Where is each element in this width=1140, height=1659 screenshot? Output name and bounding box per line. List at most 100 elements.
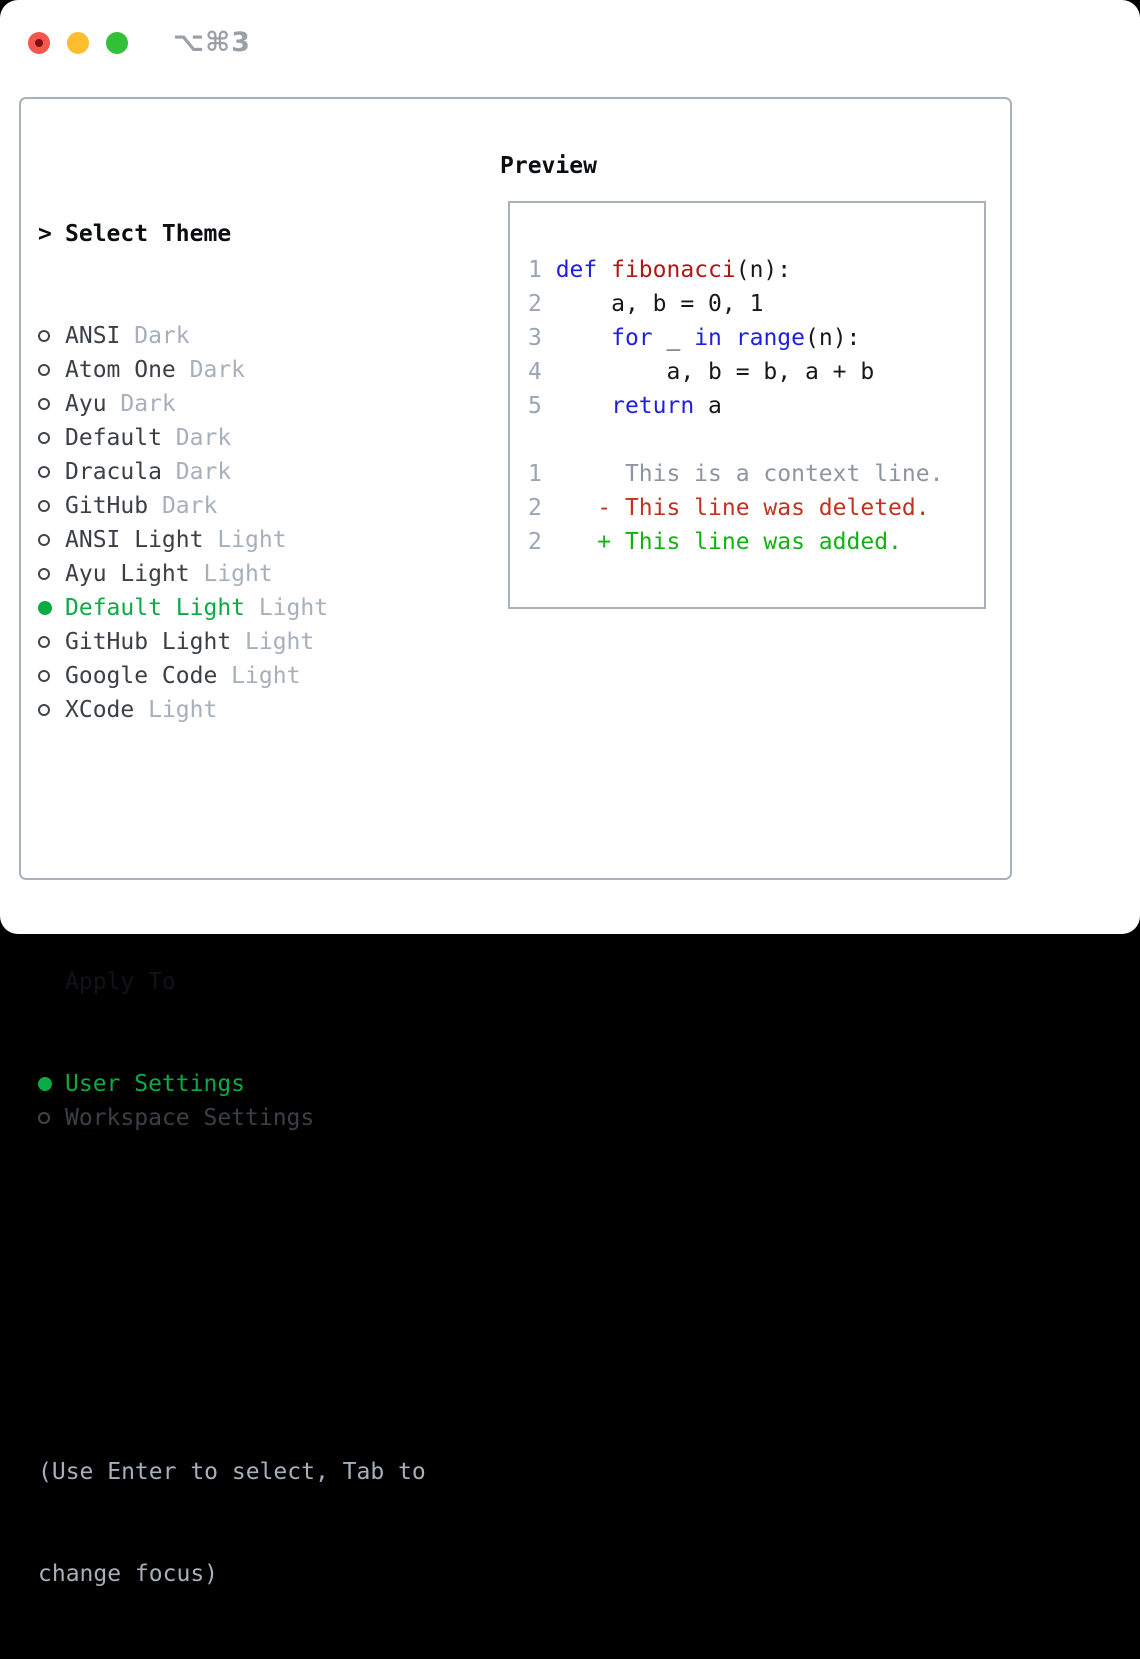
option-variant-label: Dark bbox=[148, 489, 217, 523]
code-segment: a bbox=[694, 393, 722, 419]
code-segment: (n): bbox=[736, 257, 791, 283]
minimize-button[interactable] bbox=[67, 32, 89, 54]
option-label: User Settings bbox=[65, 1067, 245, 1101]
close-button[interactable] bbox=[28, 32, 50, 54]
code-segment: for bbox=[611, 325, 653, 351]
selected-radio-icon bbox=[38, 1077, 52, 1091]
preview-line: 2 - This line was deleted. bbox=[528, 491, 943, 525]
option-label: Workspace Settings bbox=[65, 1101, 314, 1135]
code-segment: in bbox=[694, 325, 722, 351]
code-segment: + This line was added. bbox=[556, 529, 902, 555]
line-number: 1 bbox=[528, 461, 556, 487]
option-variant-label: Dark bbox=[120, 319, 189, 353]
code-segment: fibonacci bbox=[611, 257, 736, 283]
line-number bbox=[528, 427, 556, 453]
line-number: 4 bbox=[528, 359, 556, 385]
theme-picker-header: > Select Theme bbox=[38, 217, 468, 251]
option-variant-label: Light bbox=[231, 625, 314, 659]
theme-option-ansi[interactable]: ANSI Dark bbox=[38, 319, 468, 353]
code-segment: - This line was deleted. bbox=[556, 495, 930, 521]
code-segment bbox=[556, 393, 611, 419]
preview-line: 2 a, b = 0, 1 bbox=[528, 287, 943, 321]
option-variant-label: Dark bbox=[176, 353, 245, 387]
code-segment: range bbox=[736, 325, 805, 351]
theme-option-github-light[interactable]: GitHub Light Light bbox=[38, 625, 468, 659]
option-label: Default Light bbox=[65, 591, 245, 625]
option-label: GitHub bbox=[65, 489, 148, 523]
apply-to-header: Apply To bbox=[38, 965, 468, 999]
theme-option-xcode[interactable]: XCode Light bbox=[38, 693, 468, 727]
radio-icon bbox=[38, 432, 50, 444]
theme-picker-title: Select Theme bbox=[65, 217, 231, 251]
option-variant-label: Dark bbox=[107, 387, 176, 421]
radio-icon bbox=[38, 500, 50, 512]
prompt-icon: > bbox=[38, 217, 52, 251]
code-segment: def bbox=[556, 257, 598, 283]
preview-line bbox=[528, 423, 943, 457]
code-segment: a, b = b, a + b bbox=[556, 359, 875, 385]
option-variant-label: Light bbox=[217, 659, 300, 693]
radio-icon bbox=[38, 398, 50, 410]
code-segment bbox=[556, 325, 611, 351]
window-shortcut-label: ⌥⌘3 bbox=[173, 27, 251, 58]
radio-icon bbox=[38, 704, 50, 716]
preview-title: Preview bbox=[500, 149, 597, 183]
code-segment: (n): bbox=[805, 325, 860, 351]
radio-icon bbox=[38, 364, 50, 376]
line-number: 1 bbox=[528, 257, 556, 283]
preview-line: 2 + This line was added. bbox=[528, 525, 943, 559]
code-segment: return bbox=[611, 393, 694, 419]
option-label: Dracula bbox=[65, 455, 162, 489]
line-number: 2 bbox=[528, 529, 556, 555]
apply-option-user-settings[interactable]: User Settings bbox=[38, 1067, 468, 1101]
code-segment bbox=[722, 325, 736, 351]
code-segment: a, b = 0, 1 bbox=[556, 291, 764, 317]
theme-option-ansi-light[interactable]: ANSI Light Light bbox=[38, 523, 468, 557]
preview-line: 1 def fibonacci(n): bbox=[528, 253, 943, 287]
line-number: 2 bbox=[528, 291, 556, 317]
option-variant-label: Light bbox=[134, 693, 217, 727]
radio-icon bbox=[38, 330, 50, 342]
preview-line: 4 a, b = b, a + b bbox=[528, 355, 943, 389]
radio-icon bbox=[38, 636, 50, 648]
option-variant-label: Light bbox=[190, 557, 273, 591]
radio-icon bbox=[38, 568, 50, 580]
theme-option-ayu[interactable]: Ayu Dark bbox=[38, 387, 468, 421]
theme-option-atom-one[interactable]: Atom One Dark bbox=[38, 353, 468, 387]
option-label: Google Code bbox=[65, 659, 217, 693]
theme-option-dracula[interactable]: Dracula Dark bbox=[38, 455, 468, 489]
help-text-line-2: change focus) bbox=[38, 1557, 468, 1591]
option-label: ANSI bbox=[65, 319, 120, 353]
line-number: 3 bbox=[528, 325, 556, 351]
theme-option-ayu-light[interactable]: Ayu Light Light bbox=[38, 557, 468, 591]
preview-line: 3 for _ in range(n): bbox=[528, 321, 943, 355]
option-variant-label: Light bbox=[203, 523, 286, 557]
option-variant-label: Dark bbox=[162, 455, 231, 489]
theme-option-github[interactable]: GitHub Dark bbox=[38, 489, 468, 523]
theme-option-default[interactable]: Default Dark bbox=[38, 421, 468, 455]
help-text-line-1: (Use Enter to select, Tab to bbox=[38, 1455, 468, 1489]
code-segment bbox=[597, 257, 611, 283]
preview-line: 1 This is a context line. bbox=[528, 457, 943, 491]
apply-to-title: Apply To bbox=[65, 965, 176, 999]
preview-line: 5 return a bbox=[528, 389, 943, 423]
theme-option-default-light[interactable]: Default Light Light bbox=[38, 591, 468, 625]
option-label: XCode bbox=[65, 693, 134, 727]
option-label: Atom One bbox=[65, 353, 176, 387]
radio-icon bbox=[38, 466, 50, 478]
theme-option-google-code[interactable]: Google Code Light bbox=[38, 659, 468, 693]
line-number: 2 bbox=[528, 495, 556, 521]
apply-option-workspace-settings[interactable]: Workspace Settings bbox=[38, 1101, 468, 1135]
line-number: 5 bbox=[528, 393, 556, 419]
selected-radio-icon bbox=[38, 601, 52, 615]
option-variant-label: Light bbox=[245, 591, 328, 625]
option-label: Ayu Light bbox=[65, 557, 190, 591]
zoom-button[interactable] bbox=[106, 32, 128, 54]
code-segment: _ bbox=[653, 325, 695, 351]
option-label: Ayu bbox=[65, 387, 107, 421]
